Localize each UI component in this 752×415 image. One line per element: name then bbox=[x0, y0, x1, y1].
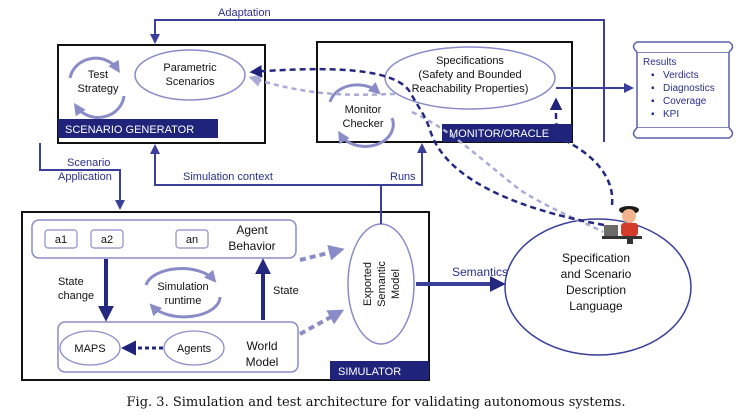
results-scroll bbox=[632, 41, 734, 139]
adaptation-label: Adaptation bbox=[218, 7, 271, 19]
state-change-label-2: change bbox=[58, 290, 94, 302]
results-list: ▪ Verdicts ▪ Diagnostics ▪ Coverage ▪ KP… bbox=[651, 70, 715, 120]
world-to-model-arrow bbox=[299, 309, 345, 336]
agents-node-label: Agents bbox=[177, 343, 212, 355]
behavior-to-model-arrow bbox=[299, 244, 345, 262]
agent-chip-a1 bbox=[44, 229, 78, 249]
results-item-bullet: ▪ bbox=[651, 109, 655, 120]
results-item-bullet: ▪ bbox=[651, 70, 655, 81]
results-item-diagnostics: Diagnostics bbox=[663, 83, 715, 94]
results-title: Results bbox=[643, 57, 676, 68]
parametric-scenarios-node bbox=[134, 49, 246, 101]
specifications-label-3: Reachability Properties) bbox=[412, 83, 529, 95]
figure-caption: Fig. 3. Simulation and test architecture… bbox=[127, 395, 626, 410]
specifications-label-1: Specifications bbox=[436, 55, 504, 67]
agent-chip-an bbox=[175, 229, 209, 249]
semantics-label: Semantics bbox=[452, 265, 508, 279]
simulation-runtime-cycle-icon bbox=[144, 267, 222, 319]
monitor-checker-cycle-icon bbox=[328, 81, 395, 148]
language-to-spec-arrow bbox=[549, 97, 614, 206]
agent-behavior-label-2: Behavior bbox=[228, 239, 275, 253]
state-change-label-1: State bbox=[58, 276, 84, 288]
user-at-computer-icon bbox=[602, 206, 642, 244]
results-item-bullet: ▪ bbox=[651, 96, 655, 107]
simulator-title: SIMULATOR bbox=[338, 366, 401, 378]
agents-node bbox=[163, 330, 225, 366]
runs-arrow bbox=[381, 143, 427, 186]
monitor-checker-label-2: Checker bbox=[343, 118, 384, 130]
checker-to-parametric-arrow bbox=[248, 74, 396, 96]
parametric-scenarios-label-1: Parametric bbox=[163, 62, 217, 74]
runs-label: Runs bbox=[390, 171, 416, 183]
agent-chip-a2-label: a2 bbox=[101, 234, 113, 246]
scenario-generator-title: SCENARIO GENERATOR bbox=[65, 124, 194, 136]
world-model-label-2: Model bbox=[246, 355, 279, 369]
specifications-label-2: (Safety and Bounded bbox=[418, 69, 521, 81]
adaptation-arrow bbox=[150, 19, 605, 142]
exported-model-label-3: Model bbox=[390, 269, 402, 299]
simulation-context-arrow bbox=[150, 144, 382, 224]
exported-model-label-1: Exported bbox=[362, 262, 374, 306]
agent-chip-a1-label: a1 bbox=[55, 234, 67, 246]
world-model-label-1: World bbox=[246, 339, 277, 353]
scenario-application-label-2: Application bbox=[58, 171, 112, 183]
simulation-runtime-label-1: Simulation bbox=[157, 281, 208, 293]
test-strategy-label-2: Strategy bbox=[78, 83, 119, 95]
spec-language-label-4: Language bbox=[569, 299, 623, 313]
maps-label: MAPS bbox=[74, 343, 105, 355]
specifications-node bbox=[384, 46, 556, 110]
exported-model-label-2: Semantic bbox=[376, 261, 388, 307]
test-strategy-cycle-icon bbox=[68, 56, 126, 119]
spec-language-label-3: Description bbox=[566, 283, 626, 297]
language-to-parametric-arrow bbox=[249, 65, 605, 227]
results-item-coverage: Coverage bbox=[663, 96, 707, 107]
parametric-scenarios-label-2: Scenarios bbox=[166, 76, 215, 88]
results-item-kpi: KPI bbox=[663, 109, 679, 120]
results-item-verdicts: Verdicts bbox=[663, 70, 699, 81]
simulation-runtime-label-2: runtime bbox=[165, 295, 202, 307]
agent-chip-an-label: an bbox=[186, 234, 198, 246]
test-strategy-label-1: Test bbox=[88, 69, 108, 81]
spec-language-label-2: and Scenario bbox=[561, 267, 632, 281]
results-item-bullet: ▪ bbox=[651, 83, 655, 94]
monitor-checker-label-1: Monitor bbox=[345, 104, 382, 116]
scenario-application-arrow bbox=[39, 143, 125, 210]
monitor-oracle-title: MONITOR/ORACLE bbox=[449, 128, 549, 140]
state-label: State bbox=[273, 285, 299, 297]
simulation-context-label: Simulation context bbox=[183, 171, 273, 183]
maps-node bbox=[59, 330, 121, 366]
agent-chip-a2 bbox=[90, 229, 124, 249]
agent-behavior-label-1: Agent bbox=[236, 223, 268, 237]
spec-language-label-1: Specification bbox=[562, 251, 630, 265]
scenario-application-label-1: Scenario bbox=[67, 157, 110, 169]
